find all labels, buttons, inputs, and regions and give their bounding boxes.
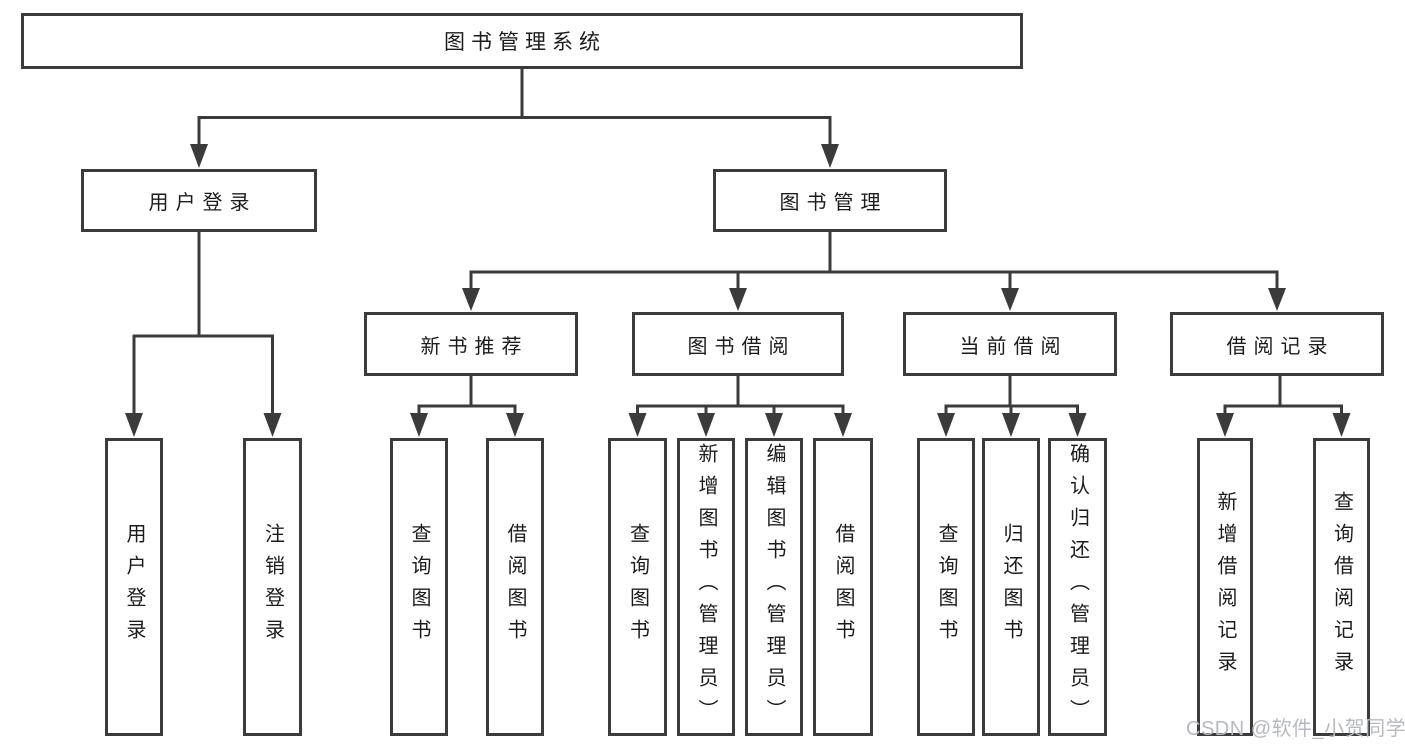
connector-book-borrow-to-leaves	[628, 376, 852, 437]
watermark: CSDN @软件_小贺同学	[1186, 718, 1405, 740]
leaf-new-book-query: 查询图书	[390, 438, 448, 736]
leaf-new-book-borrow: 借阅图书	[486, 438, 544, 736]
leaf-current-return: 归还图书	[982, 438, 1040, 736]
leaf-current-query: 查询图书	[917, 438, 975, 736]
leaf-borrow-query: 查询图书	[608, 438, 667, 736]
leaf-current-confirm-return-admin: 确认归还（管理员）	[1048, 438, 1107, 736]
node-book-management: 图书管理	[713, 169, 947, 232]
leaf-user-login: 用户登录	[105, 438, 163, 736]
node-new-book-recommend: 新书推荐	[364, 312, 578, 376]
connector-borrow-record-to-leaves	[1216, 376, 1351, 437]
connector-book-management-to-level2	[462, 232, 1286, 311]
leaf-borrow-book: 借阅图书	[813, 438, 873, 736]
node-library-system: 图书管理系统	[21, 13, 1023, 69]
connector-current-borrow-to-leaves	[937, 376, 1087, 437]
node-current-borrow: 当前借阅	[903, 312, 1117, 376]
node-user-login: 用户登录	[81, 169, 317, 232]
leaf-borrow-add-admin: 新增图书（管理员）	[677, 438, 735, 736]
node-borrow-record: 借阅记录	[1170, 312, 1384, 376]
connector-root-to-level1	[190, 69, 839, 168]
connector-new-book-to-leaves	[410, 376, 524, 437]
connector-user-login-to-leaves	[125, 232, 282, 437]
node-book-borrow: 图书借阅	[632, 312, 844, 376]
leaf-borrow-edit-admin: 编辑图书（管理员）	[745, 438, 803, 736]
leaf-logout: 注销登录	[243, 438, 302, 736]
leaf-record-query: 查询借阅记录	[1313, 438, 1370, 736]
leaf-record-add: 新增借阅记录	[1197, 438, 1253, 736]
